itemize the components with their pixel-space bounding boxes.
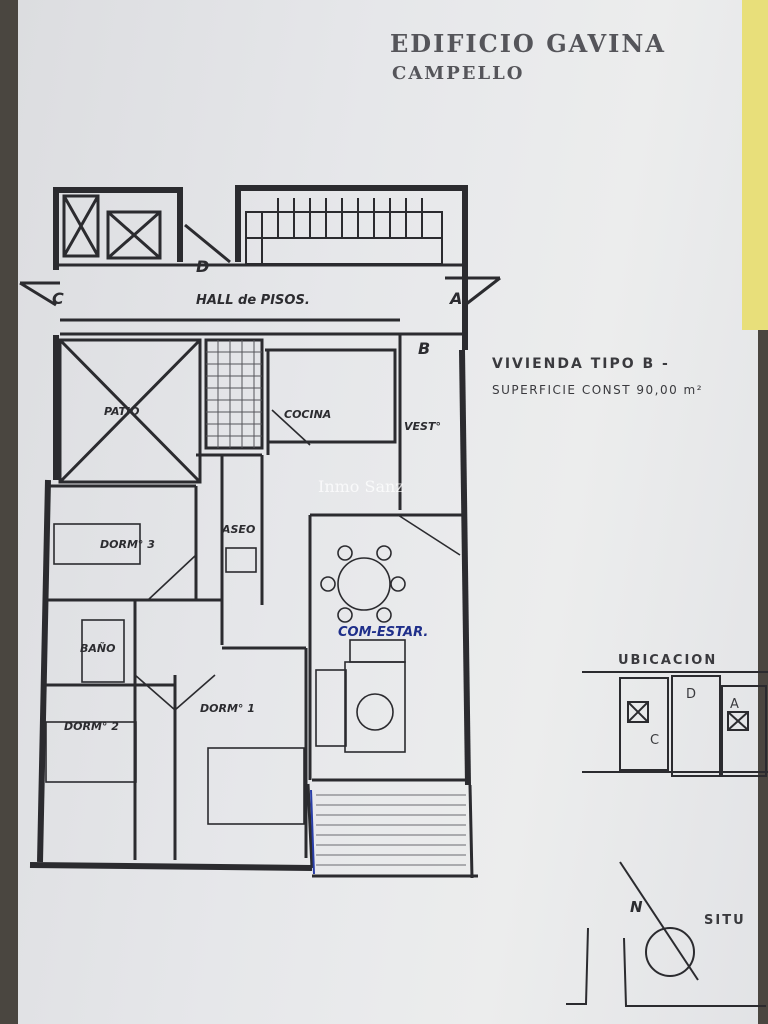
room-label-comestar: COM-ESTAR.: [338, 625, 428, 640]
terrace-hatch: [316, 794, 466, 866]
dwelling-surface: SUPERFICIE CONST 90,00 m²: [492, 383, 703, 397]
situation-title: SITU: [704, 913, 746, 928]
room-label-dorm1: DORM° 1: [200, 702, 255, 715]
town-name: CAMPELLO: [392, 63, 524, 84]
interior-walls: [46, 335, 478, 879]
watermark-text: Inmo Sanz: [318, 477, 404, 496]
yellow-paper-edge: [742, 0, 768, 330]
lift-shafts: [62, 194, 231, 264]
room-label-dorm3: DORM° 3: [100, 538, 155, 551]
room-label-patio: PATIO: [104, 405, 139, 418]
laundry-tiles: [204, 338, 264, 450]
blue-ink-mark: [310, 789, 315, 875]
location-letter-d: D: [686, 687, 696, 702]
situation-plan: [566, 861, 766, 1007]
furniture: [45, 409, 461, 825]
dwelling-type-title: VIVIENDA TIPO B -: [492, 356, 670, 372]
room-label-cocina: COCINA: [284, 408, 331, 421]
door-letter-d: D: [196, 257, 209, 276]
room-label-bano: BAÑO: [80, 642, 115, 655]
room-label-dorm2: DORM° 2: [64, 720, 119, 733]
door-letter-c: C: [52, 289, 64, 308]
room-label-aseo: ASEO: [221, 523, 255, 536]
staircase: [245, 198, 443, 265]
patio: [58, 338, 202, 484]
location-key-plan: [582, 671, 768, 777]
building-name: EDIFICIO GAVINA: [390, 29, 666, 58]
room-label-hall: HALL de PISOS.: [196, 293, 310, 308]
room-label-vest: VEST°: [404, 420, 441, 433]
location-title: UBICACION: [618, 653, 717, 668]
hall-walls: [19, 263, 501, 336]
north-letter: N: [630, 898, 643, 916]
door-letter-b: B: [418, 339, 430, 358]
door-letter-a: A: [448, 289, 462, 308]
paper-sheet: [18, 0, 758, 1024]
location-letter-a: A: [730, 697, 739, 712]
location-letter-c: C: [650, 733, 659, 748]
outer-walls: [29, 185, 471, 871]
